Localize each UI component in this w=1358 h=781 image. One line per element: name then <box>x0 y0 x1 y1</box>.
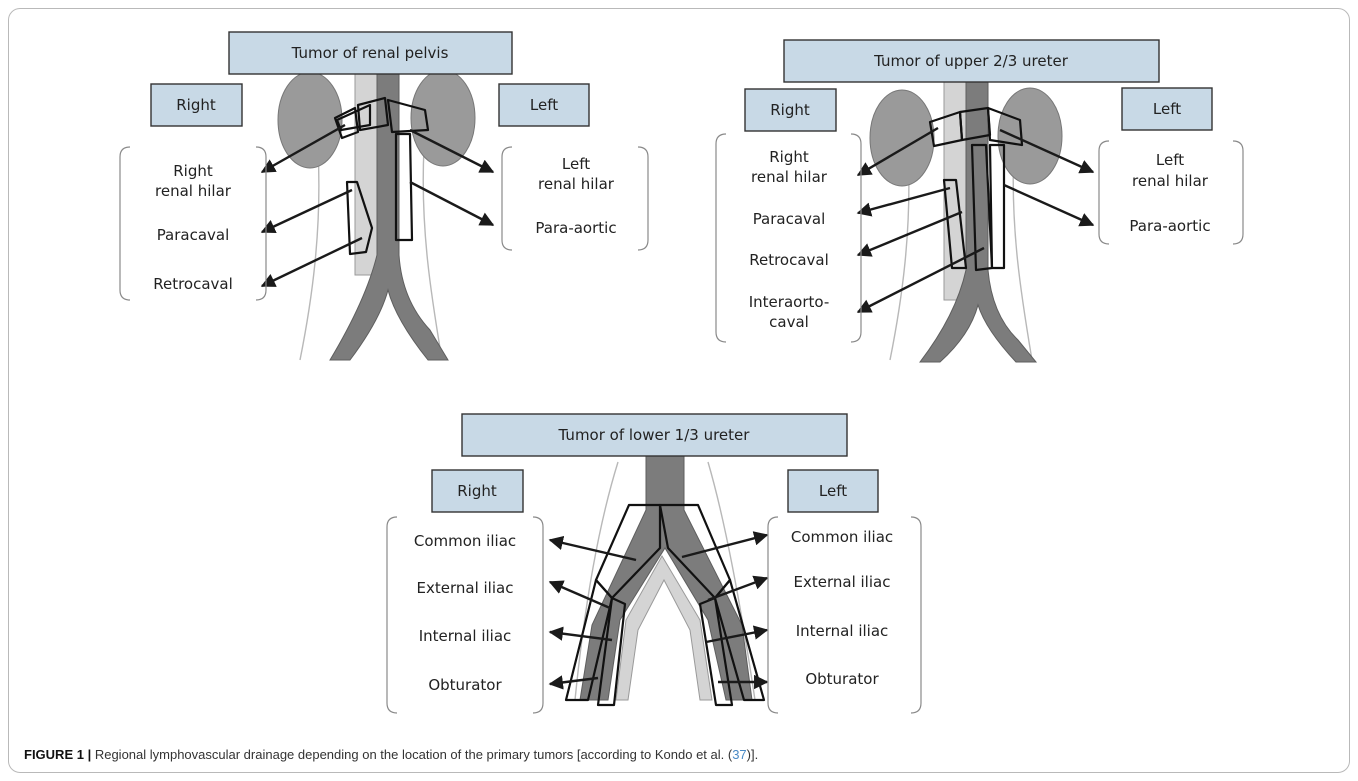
retrocaval-label: Retrocaval <box>749 251 829 269</box>
para-aortic-label: Para-aortic <box>535 219 616 237</box>
para-aortic-label: Para-aortic <box>1129 217 1210 235</box>
retrocaval-label: Retrocaval <box>153 275 233 293</box>
right-header: Right <box>176 96 216 114</box>
left-internal-iliac: Internal iliac <box>796 622 889 640</box>
left-external-iliac: External iliac <box>794 573 891 591</box>
left-bracket-close <box>911 517 921 713</box>
citation-link[interactable]: 37 <box>732 747 746 762</box>
right-bracket-open <box>716 134 726 342</box>
panel-title: Tumor of renal pelvis <box>291 44 449 62</box>
paracaval-label: Paracaval <box>753 210 826 228</box>
left-bracket-close <box>638 147 648 250</box>
left-bracket-close <box>1233 141 1243 244</box>
left-obturator: Obturator <box>805 670 879 688</box>
left-bracket-open <box>502 147 512 250</box>
left-bracket-open <box>768 517 778 713</box>
figure-caption: FIGURE 1 | Regional lymphovascular drain… <box>24 747 758 762</box>
right-renal-hilar-1: Right <box>769 148 809 166</box>
left-header: Left <box>530 96 558 114</box>
panel-title: Tumor of lower 1/3 ureter <box>558 426 751 444</box>
panel-upper-ureter: Tumor of upper 2/3 ureter Right Left Rig… <box>716 40 1243 362</box>
right-header: Right <box>770 101 810 119</box>
right-common-iliac: Common iliac <box>414 532 516 550</box>
left-header: Left <box>819 482 847 500</box>
left-common-iliac: Common iliac <box>791 528 893 546</box>
left-renal-hilar-2: renal hilar <box>1132 172 1209 190</box>
interaortocaval-label-1: Interaorto- <box>749 293 830 311</box>
right-renal-hilar-2: renal hilar <box>155 182 232 200</box>
left-bracket-open <box>1099 141 1109 244</box>
left-header: Left <box>1153 100 1181 118</box>
right-header: Right <box>457 482 497 500</box>
interaortocaval-label-2: caval <box>769 313 809 331</box>
right-internal-iliac: Internal iliac <box>419 627 512 645</box>
panel-title: Tumor of upper 2/3 ureter <box>873 52 1069 70</box>
paracaval-label: Paracaval <box>157 226 230 244</box>
caption-label: FIGURE 1 | <box>24 747 91 762</box>
right-bracket-open <box>387 517 397 713</box>
left-renal-hilar-1: Left <box>562 155 590 173</box>
right-renal-hilar-1: Right <box>173 162 213 180</box>
right-obturator: Obturator <box>428 676 502 694</box>
panel-renal-pelvis: Tumor of renal pelvis Right Left Right r… <box>120 32 648 360</box>
panel-lower-ureter: Tumor of lower 1/3 ureter Right Left Com… <box>387 414 921 713</box>
anatomy-illustration-1 <box>278 70 475 360</box>
right-bracket-close <box>533 517 543 713</box>
left-renal-hilar-1: Left <box>1156 151 1184 169</box>
caption-end: )]. <box>747 747 759 762</box>
left-renal-hilar-2: renal hilar <box>538 175 615 193</box>
right-bracket-open <box>120 147 130 300</box>
anatomy-illustration-2 <box>870 80 1062 362</box>
right-renal-hilar-2: renal hilar <box>751 168 828 186</box>
right-external-iliac: External iliac <box>417 579 514 597</box>
caption-text: Regional lymphovascular drainage dependi… <box>95 747 732 762</box>
